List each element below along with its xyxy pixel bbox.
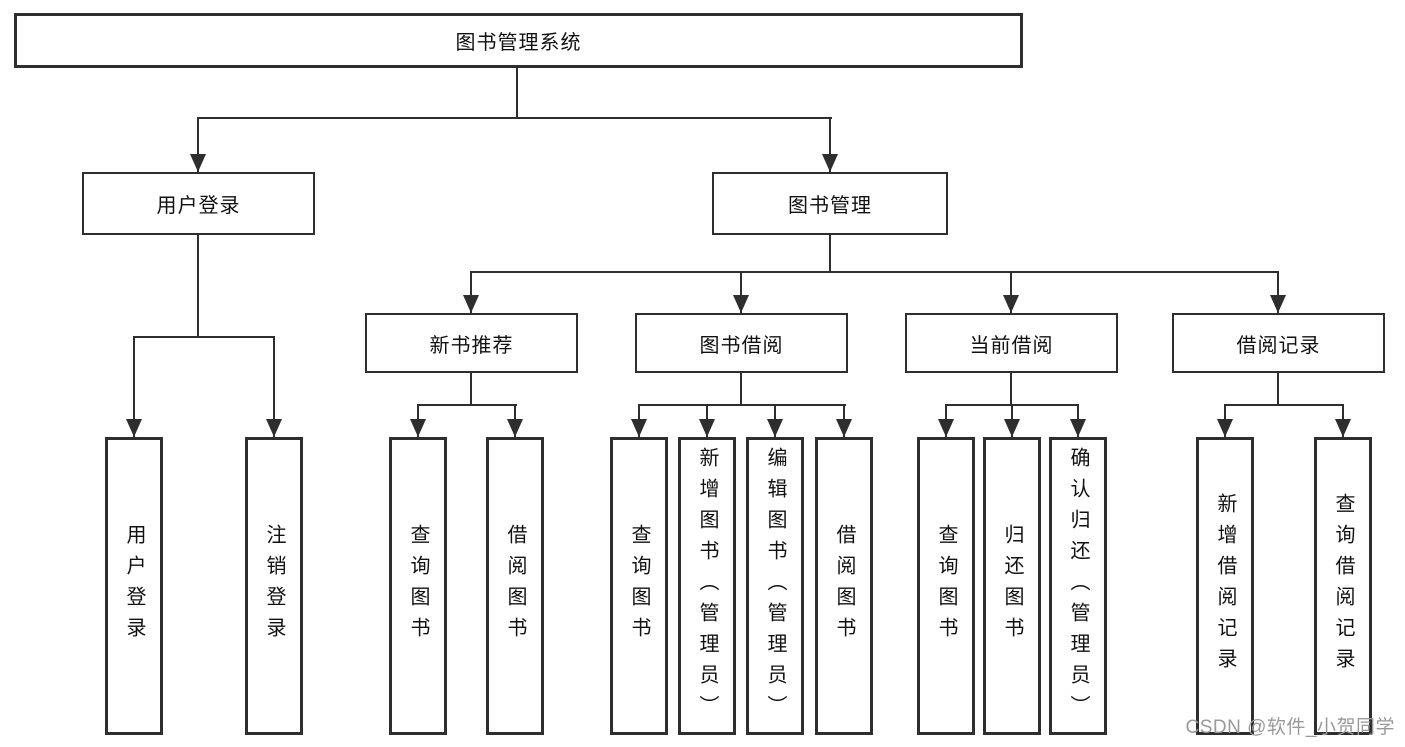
leaf-query-books-current: 查询图书 [917, 437, 975, 735]
connector-arrow-book-management [822, 117, 838, 172]
leaf-borrow-books: 借阅图书 [815, 437, 873, 735]
connector-user-login-crossbar [133, 336, 275, 338]
leaf-user-login: 用户登录 [105, 437, 163, 735]
connector-arrow-add-borrow-record [1217, 404, 1233, 437]
node-library-management-system: 图书管理系统 [14, 13, 1023, 68]
leaf-add-borrow-record: 新增借阅记录 [1196, 437, 1254, 735]
connector-arrow-query-books-2 [631, 404, 647, 437]
connector-current-borrow-stem [1010, 373, 1012, 406]
node-book-borrow: 图书借阅 [635, 313, 848, 373]
connector-borrow-records-crossbar [1224, 404, 1344, 406]
connector-arrow-query-books-3 [938, 404, 954, 437]
connector-arrow-book-borrow [733, 271, 749, 313]
connector-borrow-records-stem [1277, 373, 1279, 406]
node-borrow-records: 借阅记录 [1172, 313, 1385, 373]
connector-arrow-leaf-logout [266, 336, 282, 437]
csdn-watermark: CSDN @软件_小贺同学 [1185, 717, 1395, 738]
leaf-edit-books-admin: 编辑图书（管理员） [746, 437, 804, 735]
connector-arrow-confirm-return [1070, 404, 1086, 437]
connector-arrow-query-borrow-record [1335, 404, 1351, 437]
connector-arrow-add-books [699, 404, 715, 437]
node-new-book-recommend: 新书推荐 [365, 313, 578, 373]
connector-arrow-borrow-books-2 [836, 404, 852, 437]
leaf-query-books-recommend: 查询图书 [389, 437, 447, 735]
node-current-borrow: 当前借阅 [905, 313, 1118, 373]
connector-user-login-stem [197, 235, 199, 337]
connector-book-borrow-crossbar [638, 404, 846, 406]
connector-new-book-stem [470, 373, 472, 406]
connector-arrow-user-login [190, 117, 206, 172]
connector-arrow-edit-books [767, 404, 783, 437]
leaf-add-books-admin: 新增图书（管理员） [678, 437, 736, 735]
connector-book-borrow-stem [740, 373, 742, 406]
connector-arrow-leaf-user-login [126, 336, 142, 437]
leaf-confirm-return-admin: 确认归还（管理员） [1049, 437, 1107, 735]
node-user-login: 用户登录 [82, 172, 315, 235]
connector-arrow-new-book-recommend [463, 271, 479, 313]
connector-book-management-crossbar [470, 271, 1279, 273]
connector-book-management-stem [829, 235, 831, 273]
leaf-query-books-borrow: 查询图书 [610, 437, 668, 735]
node-book-management: 图书管理 [712, 172, 948, 235]
connector-arrow-current-borrow [1003, 271, 1019, 313]
connector-root-stem [516, 68, 518, 118]
leaf-return-books: 归还图书 [983, 437, 1041, 735]
connector-arrow-borrow-records [1270, 271, 1286, 313]
connector-root-crossbar [197, 117, 832, 119]
connector-new-book-crossbar [417, 404, 517, 406]
leaf-logout: 注销登录 [245, 437, 303, 735]
leaf-query-borrow-record: 查询借阅记录 [1314, 437, 1372, 735]
leaf-borrow-books-recommend: 借阅图书 [486, 437, 544, 735]
connector-arrow-return-books [1004, 404, 1020, 437]
connector-arrow-query-books-1 [410, 404, 426, 437]
connector-arrow-borrow-books-1 [507, 404, 523, 437]
